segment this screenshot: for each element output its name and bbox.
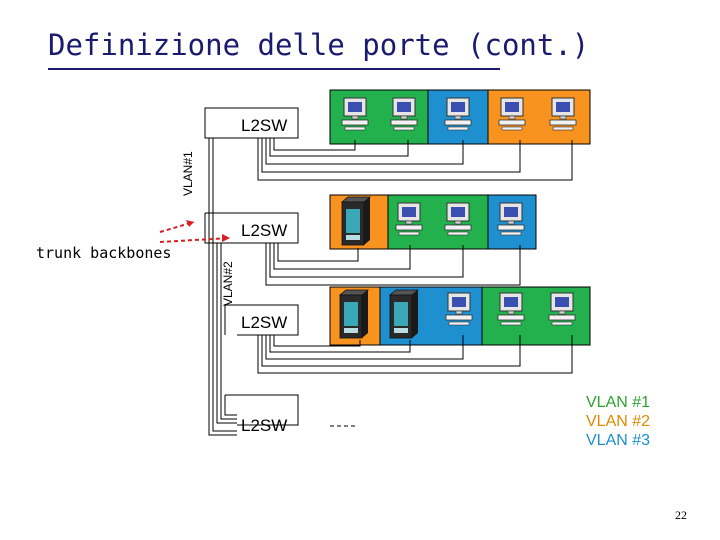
vlan1-side-label: VLAN#1 xyxy=(181,151,195,196)
page-number: 22 xyxy=(675,508,687,522)
slide-title: Definizione delle porte (cont.) xyxy=(48,28,590,62)
title-underline xyxy=(48,68,500,70)
switch-label-3: L2SW xyxy=(241,313,287,332)
switch-label-2: L2SW xyxy=(241,221,287,240)
switch-label-4: L2SW xyxy=(241,416,287,435)
switch-label-1: L2SW xyxy=(241,116,287,135)
vlan2-side-label: VLAN#2 xyxy=(221,261,235,306)
legend-vlan3: VLAN #3 xyxy=(586,432,651,449)
legend-vlan2: VLAN #2 xyxy=(586,413,651,430)
trunk-backbones-label: trunk backbones xyxy=(36,244,172,262)
legend-vlan1: VLAN #1 xyxy=(586,394,651,411)
vlan-legend: VLAN #1 VLAN #2 VLAN #3 xyxy=(586,393,650,450)
trunk-arrows xyxy=(159,221,231,243)
